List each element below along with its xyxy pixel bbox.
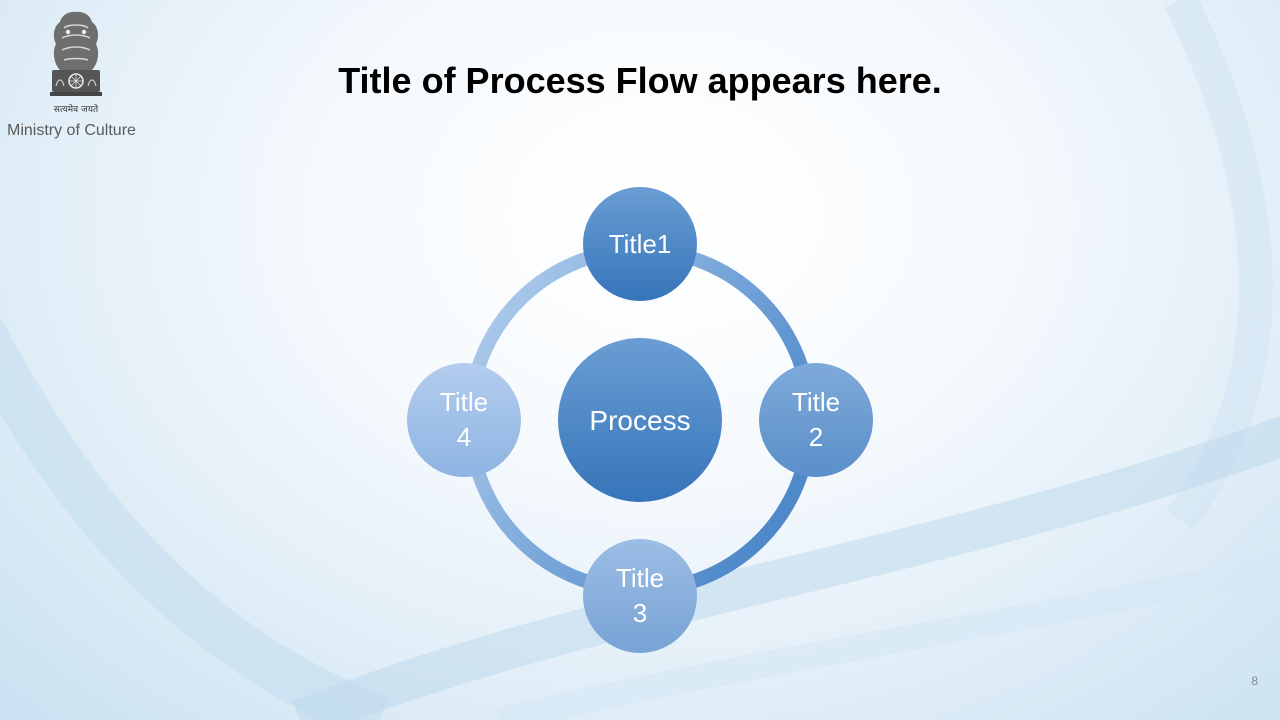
- step-node-4-label-line2: 4: [457, 422, 471, 452]
- step-node-4-label-line1: Title: [440, 387, 488, 417]
- national-emblem-logo: सत्यमेव जयते: [50, 11, 102, 115]
- process-center-node[interactable]: Process: [558, 338, 722, 502]
- emblem-motto: सत्यमेव जयते: [54, 103, 99, 115]
- slide-number: 8: [1251, 674, 1258, 688]
- page-title: Title of Process Flow appears here.: [338, 60, 942, 101]
- step-node-2[interactable]: Title 2: [759, 363, 873, 477]
- step-node-4[interactable]: Title 4: [407, 363, 521, 477]
- step-node-3-label-line1: Title: [616, 563, 664, 593]
- step-node-1[interactable]: Title1: [583, 187, 697, 301]
- ministry-name: Ministry of Culture: [7, 122, 136, 139]
- process-center-label: Process: [589, 405, 690, 436]
- step-node-3-label-line2: 3: [633, 598, 647, 628]
- step-node-1-label: Title1: [609, 229, 672, 259]
- step-node-3[interactable]: Title 3: [583, 539, 697, 653]
- step-node-2-label-line1: Title: [792, 387, 840, 417]
- step-node-2-label-line2: 2: [809, 422, 823, 452]
